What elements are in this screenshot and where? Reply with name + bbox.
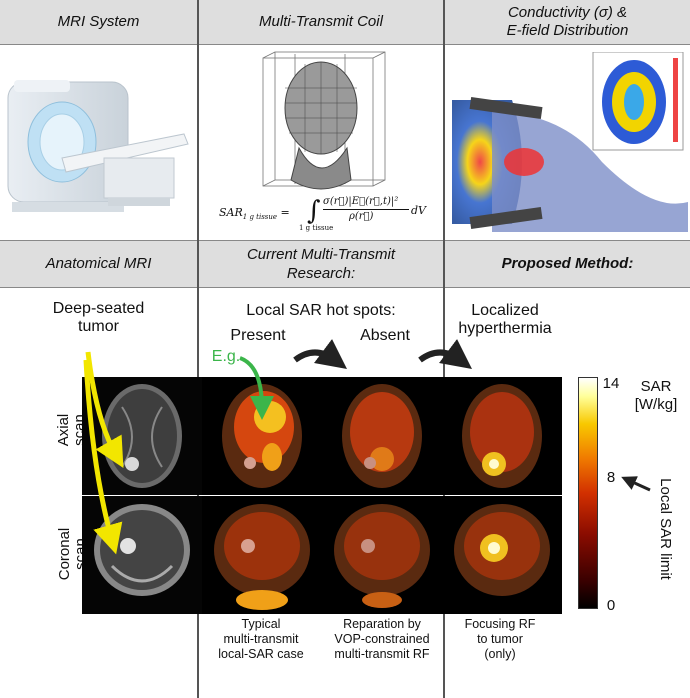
colorbar-tick-mid: 8 <box>606 469 616 486</box>
caption-reparation-line1: Reparation by <box>343 617 421 631</box>
yellow-arrow-coronal <box>83 359 123 555</box>
mri-scanner-image <box>4 62 194 237</box>
colorbar-tick-min: 0 <box>606 597 616 614</box>
sar-equation: SAR1 g tissue = ∫ 1 g tissue σ(r⃗)|E⃗(r⃗… <box>219 196 426 232</box>
colorbar-tick-max: 14 <box>602 375 620 392</box>
axial-scan-reparation <box>322 377 442 495</box>
present-label: Present <box>230 327 286 344</box>
divider-top <box>0 44 690 45</box>
axial-scan-anatomical <box>82 377 202 495</box>
header-conductivity-line1: Conductivity (σ) & <box>507 4 628 21</box>
caption-typical-line1: Typical <box>241 617 281 631</box>
coronal-scan-focusing <box>442 496 562 614</box>
limit-arrow <box>621 476 651 492</box>
coronal-scan-typical <box>202 496 322 614</box>
localized-hyperthermia-label: Localized hyperthermia <box>445 302 565 338</box>
caption-focusing-line2: to tumor <box>477 632 523 646</box>
eg-label: E.g. <box>211 348 241 365</box>
divider-mid2 <box>0 287 690 288</box>
header-conductivity: Conductivity (σ) & E-field Distribution <box>445 0 690 44</box>
caption-reparation: Reparation by VOP-constrained multi-tran… <box>320 617 444 662</box>
caption-reparation-line2: VOP-constrained <box>334 632 430 646</box>
black-arrow-1 <box>293 339 348 369</box>
axial-scan-typical <box>202 377 322 495</box>
efield-image <box>452 52 688 237</box>
caption-focusing-line1: Focusing RF <box>464 617 536 631</box>
caption-typical: Typical multi-transmit local-SAR case <box>199 617 323 662</box>
yellow-arrow-axial <box>85 351 124 469</box>
colorbar-title-line1: SAR <box>640 378 672 395</box>
header-multi-transmit-coil: Multi-Transmit Coil <box>199 0 443 44</box>
header-mri-system: MRI System <box>0 0 197 44</box>
caption-focusing-line3: (only) <box>484 647 516 661</box>
absent-label: Absent <box>360 327 410 344</box>
black-arrow-2 <box>418 339 473 369</box>
coronal-scan-reparation <box>322 496 442 614</box>
header-conductivity-line2: E-field Distribution <box>506 22 629 39</box>
colorbar-title: SAR [W/kg] <box>622 378 690 414</box>
divider-mid <box>0 240 690 241</box>
localized-line1: Localized <box>471 302 539 319</box>
caption-typical-line2: multi-transmit <box>223 632 299 646</box>
header-current-line1: Current Multi-Transmit <box>246 246 396 263</box>
header-current-research: Current Multi-Transmit Research: <box>199 241 443 287</box>
caption-typical-line3: local-SAR case <box>218 647 304 661</box>
localized-line2: hyperthermia <box>458 320 552 337</box>
header-anatomical-mri: Anatomical MRI <box>0 241 197 287</box>
deep-seated-line2: tumor <box>78 318 119 335</box>
header-proposed-method: Proposed Method: <box>445 241 690 287</box>
coil-head-image <box>255 48 390 198</box>
caption-focusing: Focusing RF to tumor (only) <box>445 617 555 662</box>
deep-seated-line1: Deep-seated <box>52 300 145 317</box>
sar-colorbar <box>578 377 598 609</box>
green-arrow <box>239 356 274 420</box>
header-current-line2: Research: <box>286 265 356 282</box>
colorbar-title-line2: [W/kg] <box>634 396 678 413</box>
caption-reparation-line3: multi-transmit RF <box>334 647 430 661</box>
local-sar-hotspots-label: Local SAR hot spots: <box>246 302 396 319</box>
axial-scan-focusing <box>442 377 562 495</box>
deep-seated-tumor-label: Deep-seated tumor <box>0 300 197 336</box>
column-divider-1 <box>197 0 199 698</box>
